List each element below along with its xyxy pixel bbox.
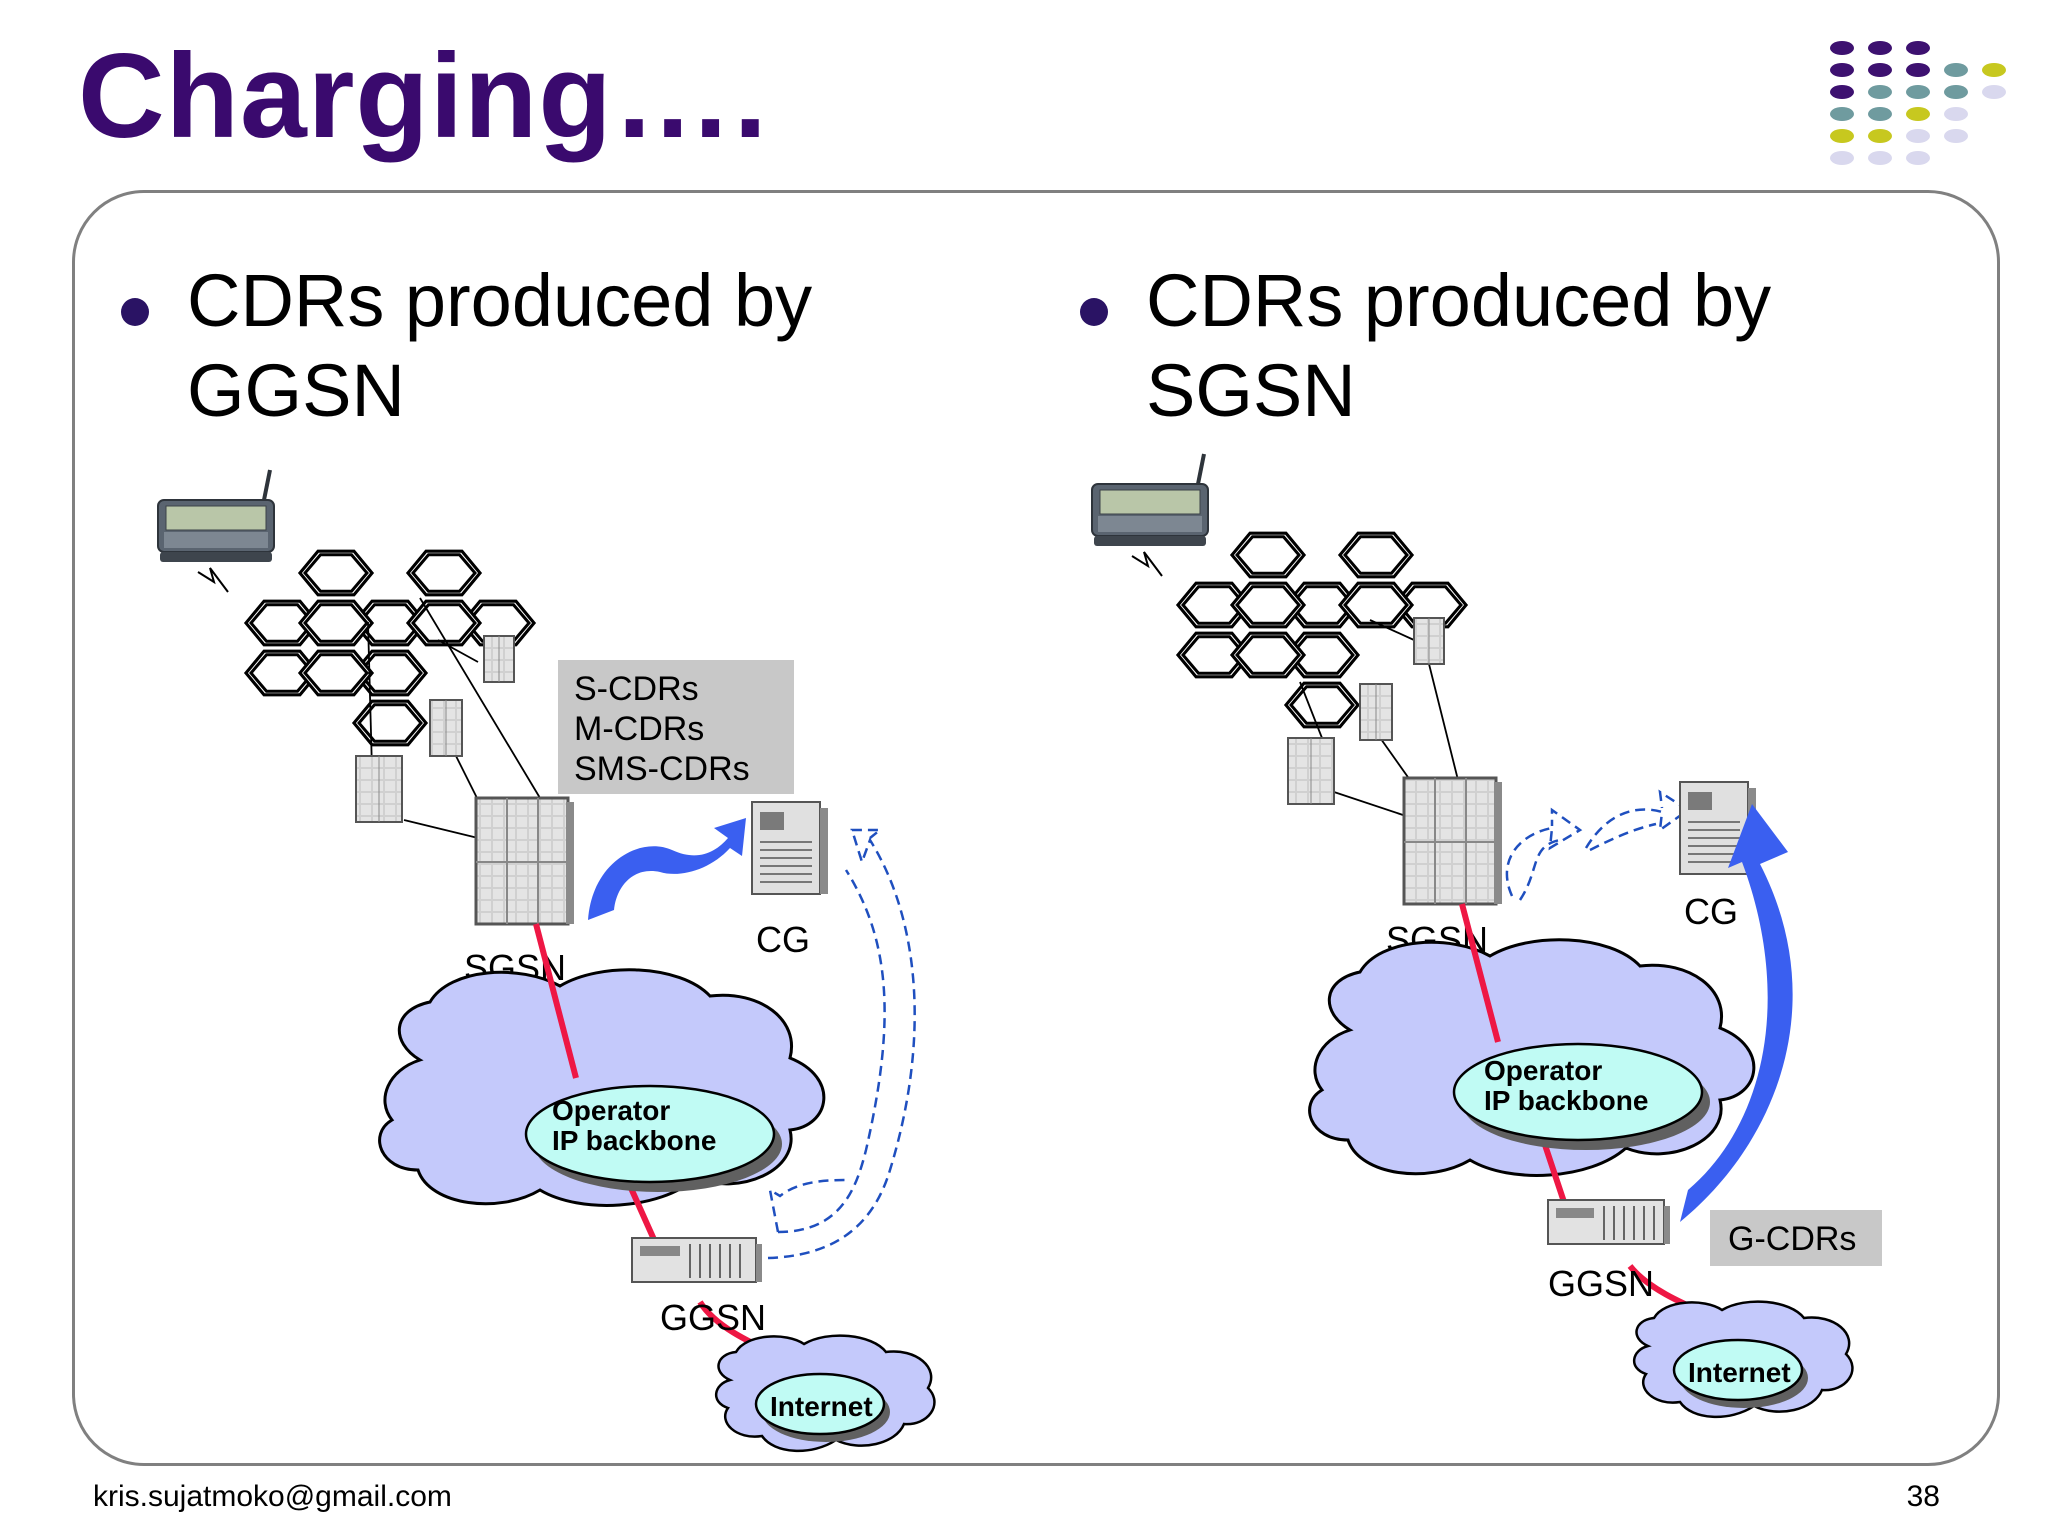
decorative-dot [1868,63,1892,77]
cell-hexagon-inner [1235,585,1301,625]
decorative-dot [1906,41,1930,55]
cell-hexagon-inner [249,603,315,643]
cell-hexagon-inner [411,553,477,593]
left-internet-node [754,1372,886,1436]
decorative-dot [1906,129,1930,143]
left-cdr-item: SMS-CDRs [574,750,750,788]
right-ggsn-label: GGSN [1548,1263,1654,1304]
decorative-dot [1830,107,1854,121]
left-operator-backbone [524,1084,776,1184]
decorative-dot [1906,151,1930,165]
decorative-dot [1906,85,1930,99]
right-sgsn-to-cg-dashed-arrow [1505,789,1691,897]
cellular-network-icon [1176,531,1468,729]
right-bullet-line1: CDRs produced by [1146,259,1772,342]
decorative-dot [1944,63,1968,77]
decorative-dot [1944,107,1968,121]
page-number: 38 [1906,1480,1940,1513]
left-bullet-line1: CDRs produced by [187,259,813,342]
decorative-dot [1868,41,1892,55]
decorative-dot-grid-icon [1830,41,2006,165]
bts-rack-icon [429,699,463,757]
decorative-dot [1982,63,2006,77]
decorative-dot [1830,41,1854,55]
decorative-dot [1868,85,1892,99]
right-cdr-box [1710,1210,1882,1266]
left-ggsn-to-cg-dashed-arrow [767,828,916,1260]
left-bullet-line2: GGSN [187,349,405,432]
radio-link-icon [1131,551,1163,577]
decorative-dot [1830,129,1854,143]
left-cdr-box [558,660,794,794]
radio-link-icon [197,567,229,593]
cell-hexagon-inner [249,653,315,693]
left-bullet: CDRs produced by GGSN [121,256,813,436]
right-internet-label: Internet [1688,1357,1791,1388]
right-cg-label: CG [1684,891,1738,932]
bts-rack-icon [1287,737,1335,805]
bullet-dot-icon [121,298,149,326]
cell-hexagon-inner [1235,635,1301,675]
cell-hexagon-inner [1289,685,1355,725]
cell-hexagon-inner [1343,535,1409,575]
right-operator-backbone [1452,1042,1704,1142]
left-cg-label: CG [756,919,810,960]
cell-hexagon-inner [1181,635,1247,675]
charging-gateway-server-icon [751,801,828,895]
right-bullet: CDRs produced by SGSN [1080,256,1772,436]
bullet-dot-icon [1080,298,1108,326]
left-cdr-item: M-CDRs [574,710,704,748]
left-ggsn-label: GGSN [660,1297,766,1338]
left-diagram: S-CDRs M-CDRs SMS-CDRs SGSN CG Operator … [157,469,936,1452]
bts-rack-icon [355,755,403,823]
cell-hexagon-inner [303,553,369,593]
cell-hexagon-inner [357,703,423,743]
cell-hexagon-inner [303,653,369,693]
right-internet-node [1672,1338,1804,1402]
footer-email: kris.sujatmoko@gmail.com [93,1480,452,1513]
decorative-dot [1944,129,1968,143]
right-cdr-transfer-arrow [1680,804,1793,1222]
decorative-dot [1906,63,1930,77]
cell-hexagon-inner [1181,585,1247,625]
right-cdr-item: G-CDRs [1728,1220,1856,1258]
decorative-dot [1830,151,1854,165]
decorative-dot [1944,85,1968,99]
right-bullet-line2: SGSN [1146,349,1356,432]
bts-rack-icon [1359,683,1393,741]
decorative-dot [1868,129,1892,143]
bts-rack-icon [483,635,515,683]
bts-rack-icon [1413,617,1445,665]
right-diagram: SGSN CG Operator IP backbone G-CDRs GGSN… [1091,453,1882,1418]
mobile-terminal-icon [1091,453,1209,546]
decorative-dot [1868,107,1892,121]
right-backbone-line1: Operator [1484,1055,1602,1086]
decorative-dot [1906,107,1930,121]
decorative-dot [1868,151,1892,165]
cell-hexagon-inner [411,603,477,643]
sgsn-server-icon [474,796,574,926]
decorative-dot [1830,85,1854,99]
decorative-dot [1830,63,1854,77]
ggsn-server-icon [1547,1199,1670,1245]
content-frame [72,190,2000,1466]
left-backbone-line2: IP backbone [552,1125,716,1156]
cellular-network-icon [244,549,536,747]
left-cdr-item: S-CDRs [574,670,699,708]
cell-hexagon-inner [1343,585,1409,625]
left-cdr-transfer-arrow [588,818,746,920]
ggsn-server-icon [631,1237,762,1283]
right-backbone-line2: IP backbone [1484,1085,1648,1116]
mobile-terminal-icon [157,469,275,562]
slide-title: Charging…. [78,29,768,163]
sgsn-server-icon [1402,776,1502,906]
cell-hexagon-inner [303,603,369,643]
decorative-dot [1982,85,2006,99]
cell-hexagon-inner [1235,535,1301,575]
left-backbone-line1: Operator [552,1095,670,1126]
left-internet-label: Internet [770,1391,873,1422]
